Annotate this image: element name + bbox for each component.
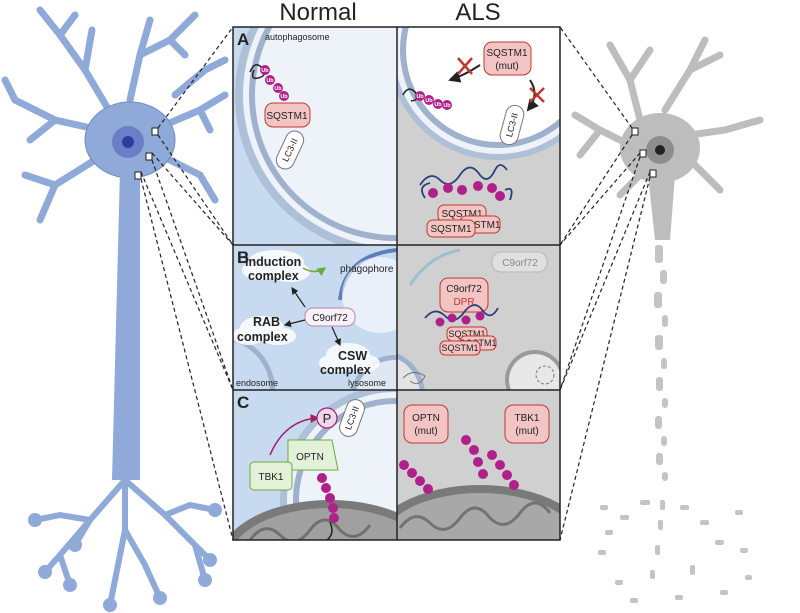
rab-label-2: complex (237, 330, 288, 344)
lysosome-cargo (535, 365, 555, 385)
panel-a-normal (233, 27, 397, 245)
rab-label-1: RAB (253, 315, 280, 329)
header-normal: Normal (279, 0, 356, 26)
lc3-normal-c: LC3-II (339, 399, 365, 437)
blocked-arrow-1 (448, 64, 481, 83)
phospho-p-circle (316, 407, 338, 429)
als-neuron (571, 36, 764, 603)
panel-a-als (397, 27, 560, 245)
zoom-marker-b-normal (145, 152, 153, 161)
sqstm1-mut-label-2: (mut) (495, 61, 518, 72)
sqstm1-agg-label: SQSTM1 (430, 224, 472, 235)
optn-node (287, 439, 339, 471)
arrow-to-csw (331, 326, 341, 347)
induction-label-1: induction (245, 255, 301, 269)
optn-mut-node (403, 404, 449, 444)
ubiquitin-chain-normal-c (317, 473, 339, 541)
ubiquitin-chain-normal-a: Ub Ub Ub Ub (249, 64, 289, 101)
sqstm1-normal-a (264, 102, 311, 128)
arrow-to-induction (291, 287, 306, 308)
zoom-connectors (140, 26, 651, 541)
sqstm1-normal-label: SQSTM1 (266, 111, 308, 122)
panel-grid (232, 26, 561, 541)
lc3-als-a: LC3-II (499, 104, 525, 146)
inhibit-x-1 (457, 57, 473, 75)
zoom-marker-c-als (649, 169, 657, 178)
c9orf72-dpr-label: C9orf72 (446, 284, 482, 295)
ub-label: Ub (443, 103, 451, 109)
sqstm1-agg-label: SQSTM1 (459, 220, 501, 231)
ub-label: Ub (261, 68, 269, 74)
sqstm1-agg-label: SQSTM1 (448, 329, 485, 339)
phosphorylation-arrow (269, 413, 320, 456)
panel-letter-c: C (237, 393, 249, 412)
sqstm1-mut-label-1: SQSTM1 (486, 48, 528, 59)
membrane-swirl (402, 372, 426, 385)
tbk1-label: TBK1 (258, 472, 283, 483)
induction-to-phagophore-arrow (302, 267, 327, 276)
ub-label: Ub (280, 94, 288, 100)
inhibit-x-2 (529, 87, 545, 103)
sqstm1-aggregate-a: SQSTM1 SQSTM1 SQSTM1 (419, 164, 513, 238)
sqstm1-agg-label: SQSTM1 (441, 209, 483, 220)
ubiquitin-chain-als-a-free: Ub Ub Ub Ub (402, 88, 452, 110)
c9orf72-label: C9orf72 (312, 313, 348, 324)
sqstm1-agg-label: SQSTM1 (441, 343, 478, 353)
complex-clouds (232, 250, 380, 372)
endosome-label: endosome (236, 378, 278, 388)
csw-label-2: complex (320, 363, 371, 377)
zoom-marker-b-als (639, 149, 647, 158)
sqstm1-aggregate-b: SQSTM1 SQSTM1 SQSTM1 (424, 304, 499, 356)
tbk1-node (249, 461, 293, 491)
label-autophagosome: autophagosome (265, 32, 330, 42)
tbk1-mut-label-1: TBK1 (514, 413, 539, 424)
ub-label: Ub (266, 78, 274, 84)
phospho-p-label: P (323, 411, 332, 426)
optn-mut-label-2: (mut) (414, 426, 437, 437)
panel-letter-b: B (237, 248, 249, 267)
induction-label-2: complex (248, 269, 299, 283)
ub-label: Ub (274, 86, 282, 92)
c9orf72-node (304, 307, 356, 327)
sqstm1-mut-a (483, 41, 532, 76)
zoom-marker-a-als (631, 127, 639, 136)
optn-label: OPTN (296, 452, 324, 463)
dpr-label: DPR (453, 297, 474, 308)
ub-label: Ub (434, 102, 442, 108)
optn-mut-label-1: OPTN (412, 413, 440, 424)
header-als: ALS (455, 0, 500, 26)
phagophore-label: phagophore (340, 264, 394, 275)
lysosome-label: lysosome (348, 378, 386, 388)
tbk1-mut-node (504, 404, 550, 444)
normal-nucleolus (122, 136, 134, 148)
arrow-to-rab (283, 319, 306, 328)
normal-neuron (1, 6, 229, 612)
blocked-arrow-2 (526, 79, 539, 112)
c9orf72-faded-label: C9orf72 (502, 258, 538, 269)
c9orf72-faded (491, 251, 548, 273)
panel-letter-a: A (237, 30, 249, 49)
ubiquitin-chains-als-c (399, 435, 519, 494)
ub-label: Ub (416, 94, 424, 100)
zoom-marker-a-normal (151, 127, 159, 136)
tbk1-mut-label-2: (mut) (515, 426, 538, 437)
panel-c-als (397, 390, 560, 540)
ub-label: Ub (425, 98, 433, 104)
lc3-normal-a: LC3-II (275, 130, 305, 170)
csw-label-1: CSW (338, 349, 367, 363)
zoom-marker-c-normal (134, 171, 142, 180)
